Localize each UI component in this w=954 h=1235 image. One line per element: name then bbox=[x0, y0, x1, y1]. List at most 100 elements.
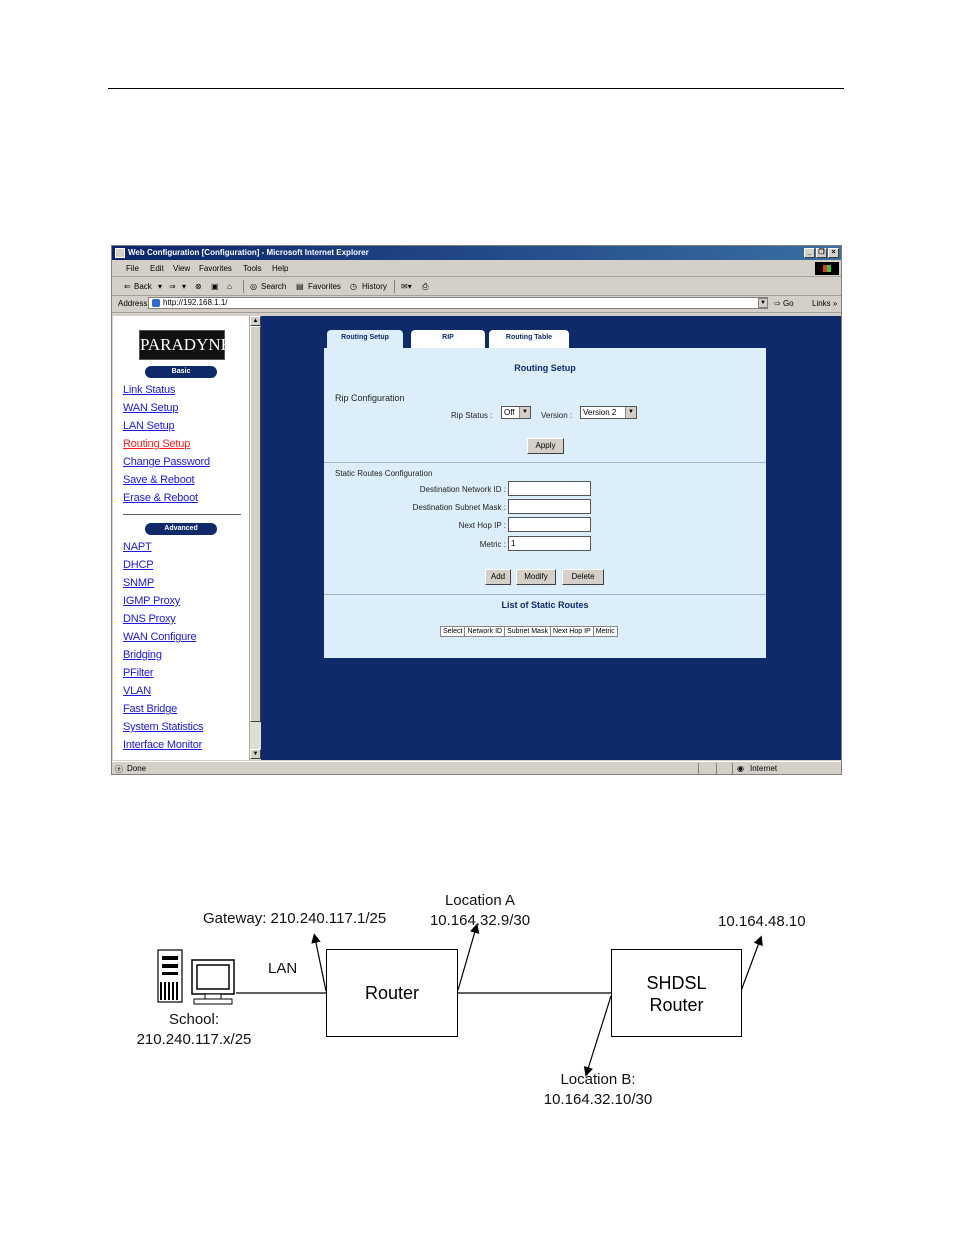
add-button[interactable]: Add bbox=[485, 569, 511, 585]
back-button[interactable]: Back bbox=[134, 282, 152, 291]
mail-icon[interactable]: ✉▾ bbox=[401, 282, 412, 291]
nav-routing-setup[interactable]: Routing Setup bbox=[123, 438, 191, 450]
stop-icon[interactable]: ⊗ bbox=[195, 282, 202, 291]
search-icon: ◎ bbox=[250, 282, 257, 291]
sidebar-scrollbar[interactable]: ▲ ▼ bbox=[249, 316, 261, 760]
menu-favorites[interactable]: Favorites bbox=[199, 264, 232, 273]
close-button[interactable]: × bbox=[828, 248, 839, 258]
tab-routing-setup[interactable]: Routing Setup bbox=[327, 330, 403, 350]
col-next-hop-ip: Next Hop IP bbox=[551, 627, 594, 636]
dest-network-input[interactable] bbox=[508, 481, 591, 496]
apply-button[interactable]: Apply bbox=[527, 438, 564, 454]
windows-logo-icon bbox=[815, 262, 839, 275]
menu-file[interactable]: File bbox=[126, 264, 139, 273]
nav-pfilter[interactable]: PFilter bbox=[123, 667, 154, 679]
nav-lan-setup[interactable]: LAN Setup bbox=[123, 420, 175, 432]
section-divider bbox=[324, 594, 766, 595]
page-icon bbox=[152, 299, 160, 307]
print-icon[interactable]: ⎙ bbox=[422, 282, 429, 291]
nav-dhcp[interactable]: DHCP bbox=[123, 559, 154, 571]
nav-wan-setup[interactable]: WAN Setup bbox=[123, 402, 179, 414]
school-label: School: bbox=[168, 1011, 220, 1028]
nav-wan-configure[interactable]: WAN Configure bbox=[123, 631, 197, 643]
modify-button[interactable]: Modify bbox=[516, 569, 556, 585]
forward-button-icon[interactable]: ⇒ bbox=[169, 282, 176, 291]
refresh-icon[interactable]: ▣ bbox=[211, 282, 219, 291]
version-select[interactable]: Version 2▼ bbox=[580, 406, 637, 419]
page-content: PARADYNE Basic Link Status WAN Setup LAN… bbox=[113, 316, 841, 760]
menu-edit[interactable]: Edit bbox=[150, 264, 164, 273]
home-icon[interactable]: ⌂ bbox=[227, 282, 232, 291]
restore-button[interactable]: ❐ bbox=[816, 248, 827, 258]
nav-napt[interactable]: NAPT bbox=[123, 541, 152, 553]
page-top-rule bbox=[108, 88, 844, 89]
nav-link-status[interactable]: Link Status bbox=[123, 384, 176, 396]
location-b-title: Location B: bbox=[560, 1071, 636, 1088]
scroll-up-icon[interactable]: ▲ bbox=[250, 316, 261, 326]
delete-button[interactable]: Delete bbox=[562, 569, 604, 585]
favorites-button[interactable]: Favorites bbox=[308, 282, 341, 291]
nav-interface-monitor[interactable]: Interface Monitor bbox=[123, 739, 203, 751]
tab-routing-table[interactable]: Routing Table bbox=[489, 330, 569, 350]
router-label: Router bbox=[364, 983, 420, 1003]
col-metric: Metric bbox=[595, 628, 615, 635]
metric-input[interactable]: 1 bbox=[508, 536, 591, 551]
col-select: Select bbox=[441, 627, 466, 636]
back-dropdown-icon[interactable]: ▾ bbox=[158, 282, 163, 291]
chevron-down-icon: ▼ bbox=[519, 407, 530, 418]
links-button[interactable]: Links » bbox=[812, 299, 838, 308]
col-subnet-mask: Subnet Mask bbox=[505, 627, 551, 636]
col-network-id: Network ID bbox=[465, 627, 506, 636]
shdsl-label-line2: Router bbox=[649, 995, 704, 1015]
shdsl-router-box: SHDSL Router bbox=[611, 949, 742, 1037]
nav-bridging[interactable]: Bridging bbox=[123, 649, 162, 661]
nav-change-password[interactable]: Change Password bbox=[123, 456, 210, 468]
search-button[interactable]: Search bbox=[261, 282, 287, 291]
rip-status-select[interactable]: Off▼ bbox=[501, 406, 531, 419]
scroll-thumb[interactable] bbox=[250, 326, 261, 722]
computer-icon bbox=[157, 949, 235, 1005]
next-hop-label: Next Hop IP : bbox=[458, 521, 506, 530]
go-button[interactable]: ⇨ Go bbox=[774, 299, 794, 308]
routing-setup-panel: Routing Setup Rip Configuration Rip Stat… bbox=[324, 348, 766, 658]
ie-icon bbox=[115, 248, 125, 258]
status-bar: ⓔ Done ◉ Internet bbox=[112, 761, 841, 775]
menu-view[interactable]: View bbox=[173, 264, 191, 273]
sidebar: PARADYNE Basic Link Status WAN Setup LAN… bbox=[113, 316, 249, 760]
nav-erase-reboot[interactable]: Erase & Reboot bbox=[123, 492, 198, 504]
nav-system-statistics[interactable]: System Statistics bbox=[123, 721, 204, 733]
location-a-title: Location A bbox=[444, 892, 516, 909]
tab-rip[interactable]: RIP bbox=[411, 330, 485, 350]
minimize-button[interactable]: _ bbox=[804, 248, 815, 258]
menu-help[interactable]: Help bbox=[272, 264, 289, 273]
panel-title: Routing Setup bbox=[514, 363, 576, 373]
address-dropdown-icon[interactable]: ▼ bbox=[758, 298, 768, 308]
nav-igmp-proxy[interactable]: IGMP Proxy bbox=[123, 595, 181, 607]
next-hop-input[interactable] bbox=[508, 517, 591, 532]
scroll-down-icon[interactable]: ▼ bbox=[250, 749, 261, 759]
nav-fast-bridge[interactable]: Fast Bridge bbox=[123, 703, 178, 715]
nav-vlan[interactable]: VLAN bbox=[123, 685, 151, 697]
window-title: Web Configuration [Configuration] - Micr… bbox=[128, 248, 369, 257]
address-bar: Address http://192.168.1.1/ ▼ ⇨ Go Links… bbox=[112, 296, 841, 313]
address-input[interactable]: http://192.168.1.1/ bbox=[148, 297, 768, 309]
dest-mask-label: Destination Subnet Mask : bbox=[412, 503, 506, 512]
location-a-ip: 10.164.32.9/30 bbox=[429, 912, 531, 929]
advanced-section-badge: Advanced bbox=[145, 523, 217, 535]
nav-dns-proxy[interactable]: DNS Proxy bbox=[123, 613, 176, 625]
dest-mask-input[interactable] bbox=[508, 499, 591, 514]
router-box: Router bbox=[326, 949, 458, 1037]
basic-section-badge: Basic bbox=[145, 366, 217, 378]
history-button[interactable]: History bbox=[362, 282, 387, 291]
nav-save-reboot[interactable]: Save & Reboot bbox=[123, 474, 195, 486]
metric-label: Metric : bbox=[479, 540, 506, 549]
menu-tools[interactable]: Tools bbox=[243, 264, 262, 273]
forward-dropdown-icon[interactable]: ▾ bbox=[182, 282, 187, 291]
location-b-ip: 10.164.32.10/30 bbox=[543, 1091, 653, 1108]
version-value: Version 2 bbox=[583, 408, 617, 417]
section-divider bbox=[324, 462, 766, 463]
shdsl-label-line1: SHDSL bbox=[646, 973, 707, 993]
status-text: Done bbox=[127, 764, 147, 773]
nav-snmp[interactable]: SNMP bbox=[123, 577, 154, 589]
remote-ip-label: 10.164.48.10 bbox=[718, 913, 806, 930]
